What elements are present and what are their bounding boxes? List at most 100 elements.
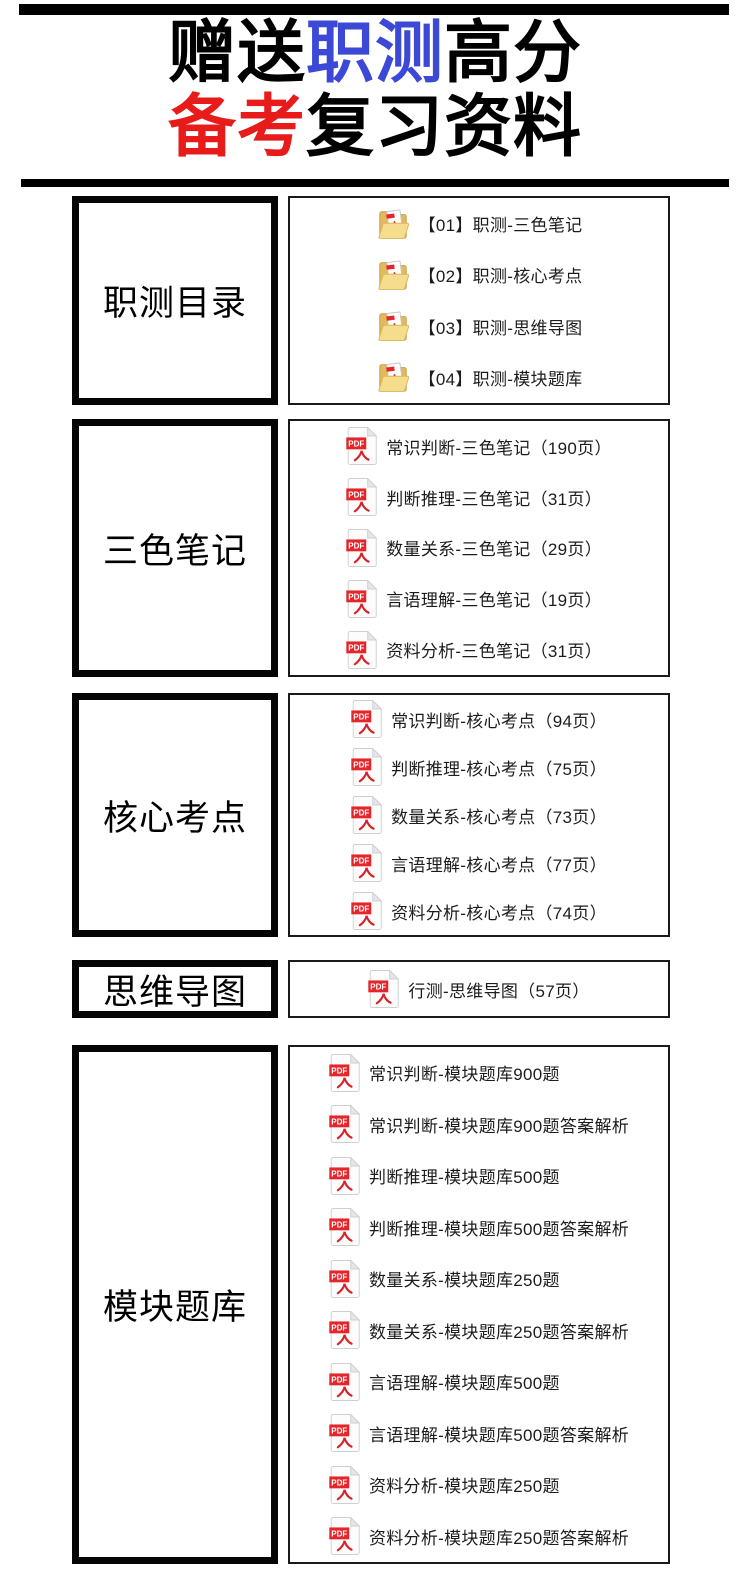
- pdf-icon: PDF: [329, 1414, 360, 1453]
- pdf-icon: PDF: [346, 478, 378, 517]
- pdf-icon: PDF: [351, 844, 383, 882]
- file-name: 资料分析-模块题库250题: [368, 1477, 560, 1497]
- file-item: PDF 言语理解-三色笔记（19页）: [346, 579, 603, 618]
- file-name: 常识判断-核心考点（94页）: [391, 711, 607, 731]
- file-name: 数量关系-模块题库250题: [368, 1271, 560, 1291]
- pdf-icon: PDF: [346, 630, 378, 669]
- pdf-icon-label: PDF: [348, 541, 364, 550]
- file-name: 数量关系-核心考点（73页）: [391, 807, 607, 827]
- file-list-box: PDF 行测-思维导图（57页）: [288, 960, 670, 1018]
- pdf-icon: PDF: [329, 1517, 360, 1556]
- file-name: 言语理解-模块题库500题答案解析: [368, 1425, 630, 1445]
- file-item: PDF 言语理解-模块题库500题答案解析: [329, 1414, 630, 1453]
- file-item: PDF 判断推理-核心考点（75页）: [351, 748, 607, 786]
- file-list: 【01】职测-三色笔记 【02】职测-核心考点 【03】职测-思维导图: [376, 198, 583, 403]
- file-name: 数量关系-模块题库250题答案解析: [368, 1322, 630, 1342]
- pdf-icon: PDF: [351, 892, 383, 930]
- section-label: 模块题库: [102, 1288, 247, 1327]
- pdf-icon: PDF: [329, 1156, 360, 1195]
- section-label: 三色笔记: [102, 531, 247, 571]
- file-list: PDF 常识判断-模块题库900题 PDF 常识判断-模块题库900题答案解析 …: [329, 1047, 629, 1562]
- file-item: PDF 常识判断-模块题库900题答案解析: [329, 1105, 630, 1144]
- file-list: PDF 常识判断-核心考点（94页） PDF 判断推理-核心考点（75页） PD…: [351, 695, 607, 935]
- file-item: PDF 行测-思维导图（57页）: [368, 970, 589, 1008]
- title-segment: 高分: [444, 15, 583, 91]
- title-segment: 备考: [167, 89, 306, 165]
- file-item: PDF 常识判断-模块题库900题: [329, 1053, 560, 1092]
- pdf-icon: PDF: [329, 1465, 360, 1504]
- file-name: 常识判断-模块题库900题答案解析: [368, 1116, 630, 1136]
- pdf-icon: PDF: [329, 1053, 360, 1092]
- file-list-box: PDF 常识判断-三色笔记（190页） PDF 判断推理-三色笔记（31页） P…: [288, 419, 670, 677]
- pdf-icon: PDF: [346, 528, 378, 567]
- pdf-icon: PDF: [329, 1311, 360, 1350]
- file-item: 【02】职测-核心考点: [376, 257, 583, 293]
- file-item: PDF 判断推理-模块题库500题: [329, 1156, 560, 1195]
- pdf-icon-label: PDF: [331, 1169, 347, 1178]
- file-item: PDF 言语理解-核心考点（77页）: [351, 844, 607, 882]
- pdf-icon-label: PDF: [331, 1066, 347, 1075]
- material-section-5: 模块题库 PDF 常识判断-模块题库900题 PDF 常识判断-模块题库900题…: [72, 1045, 670, 1564]
- pdf-icon: PDF: [329, 1208, 360, 1247]
- file-list: PDF 常识判断-三色笔记（190页） PDF 判断推理-三色笔记（31页） P…: [346, 421, 612, 675]
- pdf-icon-label: PDF: [371, 982, 387, 991]
- pdf-icon-label: PDF: [331, 1221, 347, 1230]
- file-name: 常识判断-三色笔记（190页）: [386, 438, 612, 458]
- top-black-bar: [19, 4, 729, 15]
- file-item: PDF 判断推理-模块题库500题答案解析: [329, 1208, 629, 1247]
- file-list-box: 【01】职测-三色笔记 【02】职测-核心考点 【03】职测-思维导图: [288, 196, 670, 405]
- file-item: PDF 数量关系-核心考点（73页）: [351, 796, 607, 834]
- file-name: 言语理解-核心考点（77页）: [391, 855, 607, 875]
- pdf-icon-label: PDF: [331, 1478, 347, 1487]
- section-label-box: 模块题库: [72, 1045, 278, 1564]
- header-divider-rule: [21, 179, 729, 187]
- file-item: PDF 数量关系-模块题库250题答案解析: [329, 1311, 630, 1350]
- file-item: 【01】职测-三色笔记: [376, 206, 583, 242]
- folder-pdf-icon: [377, 260, 409, 290]
- material-section-4: 思维导图 PDF 行测-思维导图（57页）: [72, 960, 670, 1018]
- file-name: 判断推理-核心考点（75页）: [391, 759, 607, 779]
- pdf-icon: PDF: [368, 970, 400, 1008]
- pdf-icon-label: PDF: [348, 643, 364, 652]
- file-list-box: PDF 常识判断-模块题库900题 PDF 常识判断-模块题库900题答案解析 …: [288, 1045, 670, 1564]
- file-name: 判断推理-三色笔记（31页）: [386, 489, 603, 509]
- pdf-icon: PDF: [351, 700, 383, 738]
- file-item: PDF 资料分析-核心考点（74页）: [351, 892, 607, 930]
- file-item: PDF 资料分析-模块题库250题: [329, 1465, 560, 1504]
- section-label: 思维导图: [102, 972, 247, 1012]
- pdf-icon: PDF: [351, 748, 383, 786]
- title-segment: 职测: [305, 15, 444, 91]
- material-section-1: 职测目录 【01】职测-三色笔记 【02】职测-核心考点: [72, 196, 670, 405]
- section-label: 核心考点: [102, 798, 247, 838]
- folder-pdf-icon: [377, 311, 409, 342]
- file-name: 数量关系-三色笔记（29页）: [386, 540, 603, 560]
- file-name: 言语理解-模块题库500题: [368, 1374, 560, 1394]
- pdf-icon-label: PDF: [353, 808, 369, 817]
- file-name: 言语理解-三色笔记（19页）: [386, 591, 603, 611]
- pdf-icon: PDF: [346, 579, 378, 618]
- file-item: PDF 判断推理-三色笔记（31页）: [346, 478, 603, 517]
- pdf-icon-label: PDF: [353, 760, 369, 769]
- pdf-icon-label: PDF: [348, 592, 364, 601]
- material-section-3: 核心考点 PDF 常识判断-核心考点（94页） PDF 判断推理-核心考点（75…: [72, 693, 670, 937]
- pdf-icon: PDF: [329, 1105, 360, 1144]
- section-label-box: 核心考点: [72, 693, 278, 937]
- file-item: PDF 常识判断-核心考点（94页）: [351, 700, 607, 738]
- file-name: 【03】职测-思维导图: [418, 318, 583, 338]
- section-label: 职测目录: [102, 284, 247, 323]
- file-item: PDF 数量关系-模块题库250题: [329, 1259, 560, 1298]
- pdf-icon-label: PDF: [331, 1324, 347, 1333]
- file-name: 资料分析-核心考点（74页）: [391, 903, 607, 923]
- pdf-icon-label: PDF: [331, 1272, 347, 1281]
- folder-pdf-icon: [377, 362, 409, 393]
- file-name: 资料分析-模块题库250题答案解析: [368, 1528, 630, 1548]
- file-name: 【04】职测-模块题库: [418, 369, 583, 389]
- pdf-icon-label: PDF: [348, 491, 364, 500]
- file-item: PDF 常识判断-三色笔记（190页）: [346, 427, 612, 466]
- page-title: 赠送职测高分 备考复习资料: [0, 16, 750, 164]
- pdf-icon-label: PDF: [353, 712, 369, 721]
- pdf-icon-label: PDF: [331, 1375, 347, 1384]
- file-name: 常识判断-模块题库900题: [368, 1065, 560, 1085]
- file-list-box: PDF 常识判断-核心考点（94页） PDF 判断推理-核心考点（75页） PD…: [288, 693, 670, 937]
- section-label-box: 职测目录: [72, 196, 278, 405]
